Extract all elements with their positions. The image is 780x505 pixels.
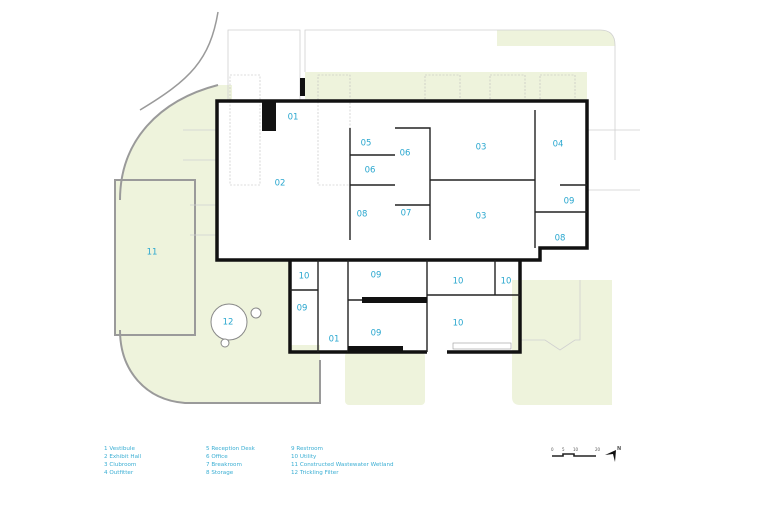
room-06-office: 06 [365, 166, 376, 176]
north-label: N [617, 446, 621, 452]
room-09-restroom: 09 [371, 271, 382, 281]
room-01-vestibule: 01 [288, 113, 299, 123]
legend-item: 9 Restroom [291, 446, 323, 452]
scale-tick: 5 [562, 447, 565, 452]
room-11-wetland: 11 [147, 248, 158, 258]
legend-item: 4 Outfitter [104, 470, 134, 476]
room-08-storage: 08 [357, 210, 368, 220]
legend-item: 1 Vestibule [104, 446, 135, 452]
legend-item: 8 Storage [206, 470, 234, 476]
scale-bar: 0 5 10 20 [551, 447, 601, 457]
room-10-utility: 10 [299, 272, 310, 282]
legend-item: 12 Trickling Filter [291, 470, 339, 476]
legend: 1 Vestibule 2 Exhibit Hall 3 Clubroom 4 … [104, 446, 394, 476]
room-10-utility: 10 [453, 277, 464, 287]
legend-item: 10 Utility [291, 454, 317, 460]
room-01-vestibule: 01 [329, 335, 340, 345]
scale-tick: 10 [573, 447, 579, 452]
legend-item: 6 Office [206, 454, 228, 460]
room-03-clubroom: 03 [476, 212, 487, 222]
trickling-filter [210, 303, 262, 348]
site-outlines [183, 29, 640, 351]
room-12-trickling-filter: 12 [223, 318, 234, 328]
legend-item: 7 Breakroom [206, 462, 242, 468]
room-05-reception: 05 [361, 139, 372, 149]
wetland-area [114, 179, 196, 336]
legend-item: 3 Clubroom [104, 462, 136, 468]
scale-tick: 0 [551, 447, 554, 452]
north-arrow: N [605, 446, 621, 462]
scale-tick: 20 [595, 447, 601, 452]
room-03-clubroom: 03 [476, 143, 487, 153]
room-08-storage: 08 [555, 234, 566, 244]
walls [215, 78, 589, 354]
room-04-outfitter: 04 [553, 140, 564, 150]
room-10-utility: 10 [453, 319, 464, 329]
room-10-utility: 10 [501, 277, 512, 287]
legend-item: 11 Constructed Wastewater Wetland [291, 462, 394, 468]
room-09-restroom: 09 [371, 329, 382, 339]
room-09-restroom: 09 [564, 197, 575, 207]
legend-item: 2 Exhibit Hall [104, 454, 142, 460]
room-06-office: 06 [400, 149, 411, 159]
legend-item: 5 Reception Desk [206, 446, 256, 452]
room-02-exhibit-hall: 02 [275, 179, 286, 189]
landscape [114, 11, 615, 405]
room-07-breakroom: 07 [401, 209, 412, 219]
room-09-restroom: 09 [297, 304, 308, 314]
room-labels: 01 02 03 03 04 05 06 06 07 08 09 08 10 0… [147, 113, 575, 345]
north-arrow-icon [605, 450, 616, 462]
